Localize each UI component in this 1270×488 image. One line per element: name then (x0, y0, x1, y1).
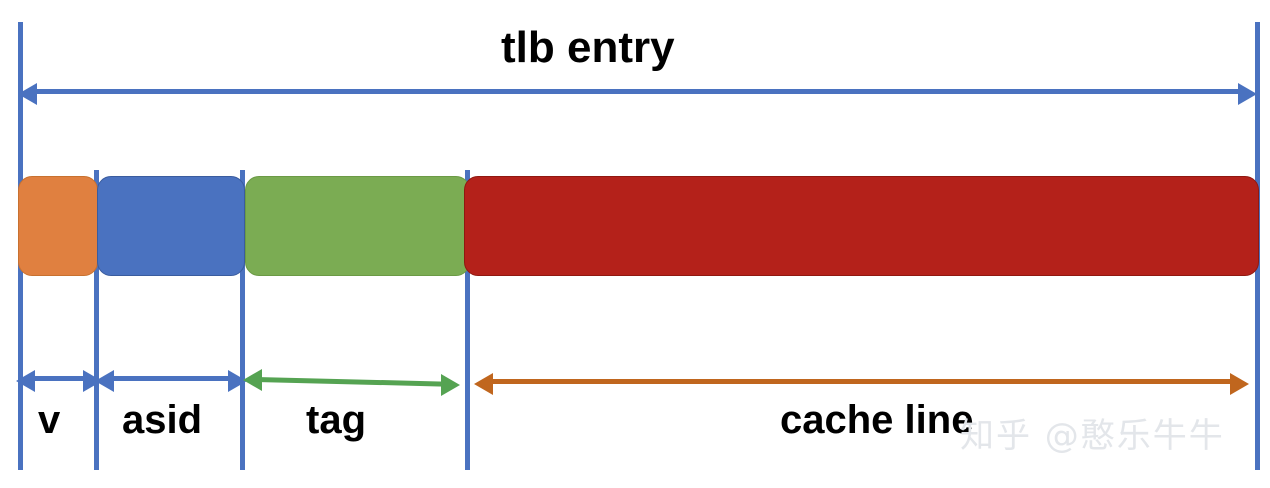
boundary-rule-tag-cache (465, 170, 470, 470)
cache-line-span-arrowhead-left (474, 373, 493, 395)
asid-span-arrowhead-left (95, 370, 114, 392)
tag-span-arrowhead-left (243, 369, 262, 391)
v-span-line (28, 376, 90, 381)
page-title: tlb entry (501, 23, 675, 72)
tlb-entry-span-arrowhead-left (18, 83, 37, 105)
asid-span-line (108, 376, 234, 381)
boundary-rule-v-asid (94, 170, 99, 470)
segment-label-cache-line: cache line (780, 398, 974, 442)
segment-label-v: v (38, 398, 61, 442)
tlb-entry-span-line (30, 89, 1244, 94)
segment-block-v (18, 176, 98, 276)
cache-line-span-line (487, 379, 1235, 384)
asid-span-arrowhead-right (228, 370, 247, 392)
tag-span-arrowhead-right (441, 374, 460, 396)
tlb-entry-span-arrowhead-right (1238, 83, 1257, 105)
watermark: 知乎 @憨乐牛牛 (960, 416, 1225, 456)
segment-block-cache-line (464, 176, 1259, 276)
boundary-rule-asid-tag (240, 170, 245, 470)
segment-block-asid (97, 176, 245, 276)
v-span-arrowhead-left (16, 370, 35, 392)
segment-label-asid: asid (122, 398, 203, 442)
tag-span-line (255, 377, 455, 387)
cache-line-span-arrowhead-right (1230, 373, 1249, 395)
segment-block-tag (245, 176, 470, 276)
segment-label-tag: tag (306, 398, 366, 442)
